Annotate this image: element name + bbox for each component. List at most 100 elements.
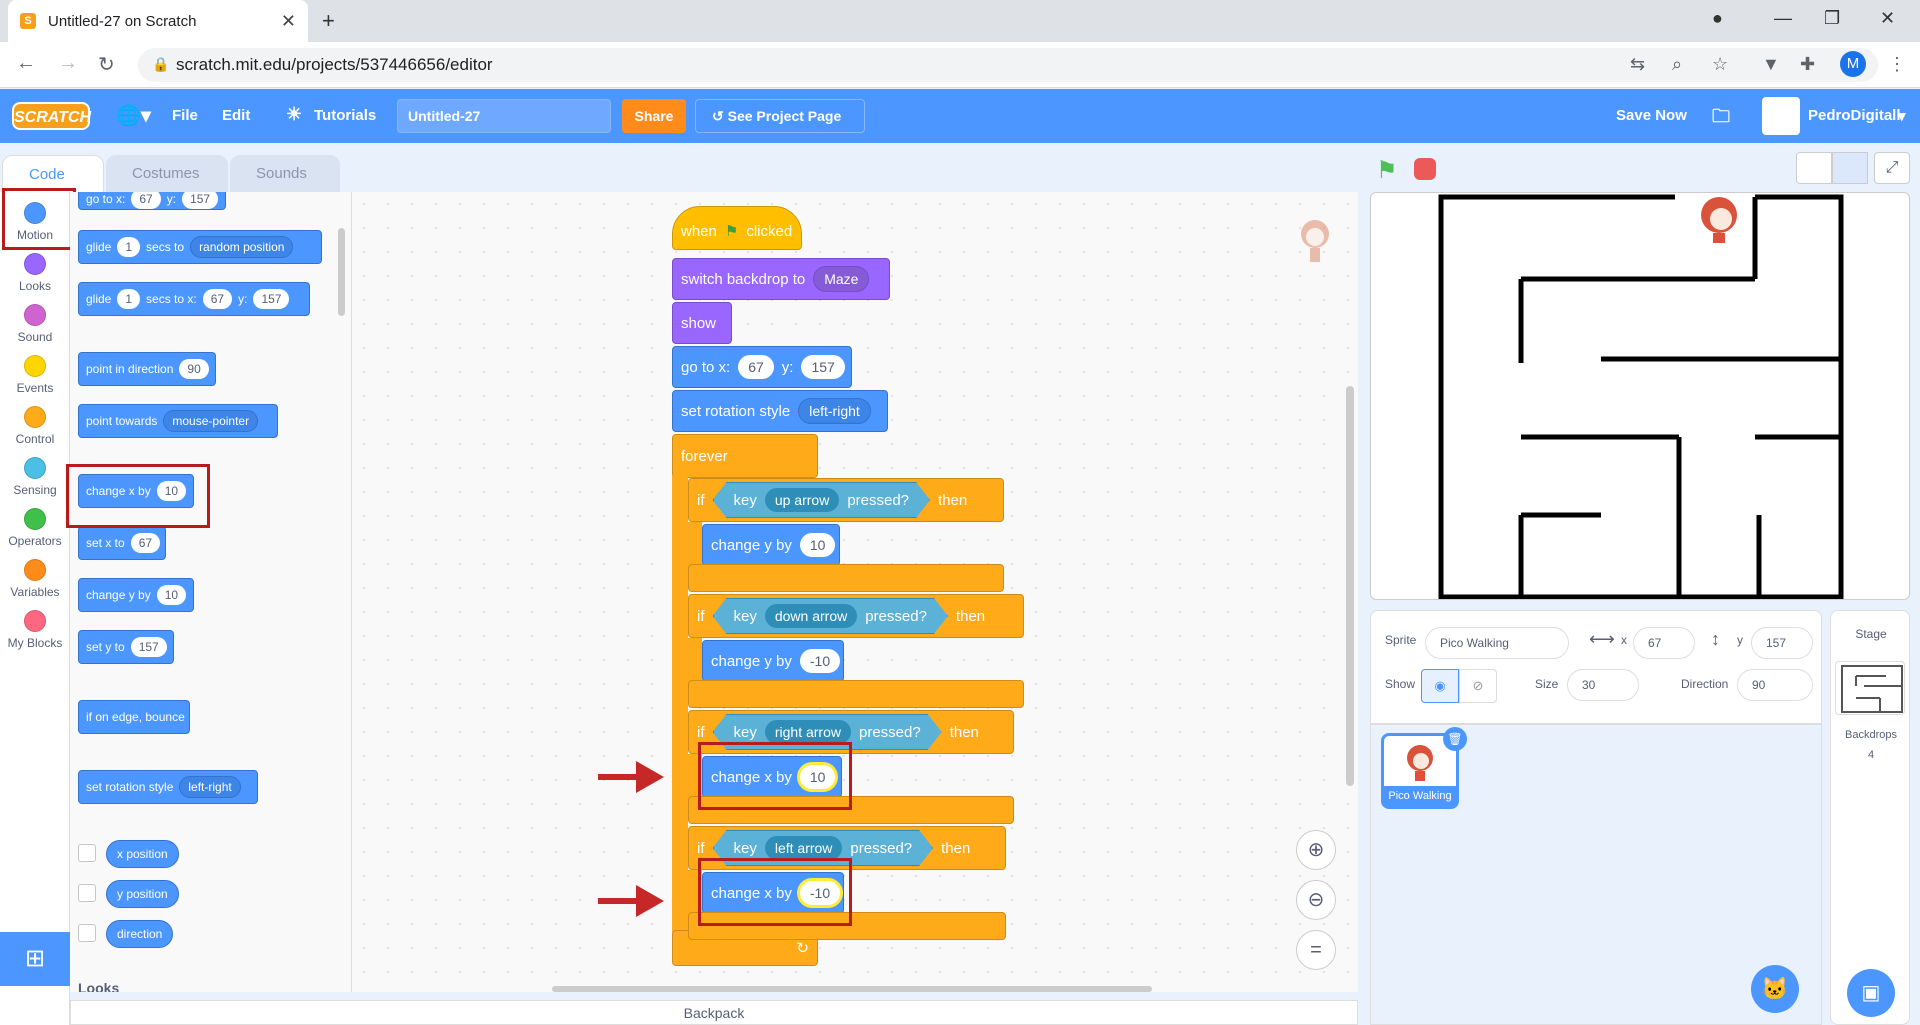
- small-stage-icon[interactable]: [1796, 152, 1832, 184]
- size-input[interactable]: 30: [1567, 669, 1639, 701]
- stage-canvas[interactable]: [1370, 192, 1910, 600]
- val[interactable]: 10: [156, 481, 187, 501]
- file-menu[interactable]: File: [172, 107, 198, 124]
- tab-costumes[interactable]: Costumes: [106, 155, 228, 193]
- workspace-h-scrollbar[interactable]: [552, 986, 1152, 992]
- chrome-menu-icon[interactable]: ⋮: [1888, 54, 1906, 74]
- tab-sounds[interactable]: Sounds: [230, 155, 340, 193]
- tutorials-menu[interactable]: Tutorials: [314, 107, 377, 124]
- val[interactable]: 157: [253, 289, 290, 309]
- backdrop-thumbnail[interactable]: [1835, 661, 1905, 715]
- zoom-out-icon[interactable]: ⊖: [1296, 880, 1336, 920]
- val[interactable]: -10: [799, 649, 841, 673]
- back-icon[interactable]: ←: [16, 52, 36, 74]
- x-input[interactable]: 67: [1633, 627, 1695, 659]
- zoom-icon[interactable]: ⌕: [1672, 54, 1683, 74]
- dropdown[interactable]: down arrow: [765, 604, 857, 628]
- reporter-yposition[interactable]: y position: [106, 880, 179, 908]
- tab-code[interactable]: Code: [2, 155, 104, 193]
- delete-sprite-icon[interactable]: 🗑: [1443, 727, 1467, 751]
- palette-scrollbar[interactable]: [338, 228, 345, 316]
- zoom-reset-icon[interactable]: =: [1296, 930, 1336, 970]
- profile-menu-icon[interactable]: ●: [1712, 8, 1723, 28]
- workspace-scrollbar[interactable]: [1346, 386, 1354, 786]
- val[interactable]: 67: [738, 355, 774, 379]
- category-control[interactable]: Control: [0, 406, 70, 446]
- dropdown[interactable]: up arrow: [765, 488, 839, 512]
- direction-input[interactable]: 90: [1737, 669, 1813, 701]
- stop-icon[interactable]: [1414, 158, 1436, 180]
- add-sprite-icon[interactable]: 🐱: [1751, 965, 1799, 1013]
- val[interactable]: 10: [156, 585, 187, 605]
- my-stuff-folder-icon[interactable]: 🗀: [1712, 106, 1730, 126]
- val[interactable]: 67: [202, 289, 233, 309]
- hide-eye-icon[interactable]: ⊘: [1459, 669, 1497, 703]
- save-now-button[interactable]: Save Now: [1616, 107, 1687, 124]
- when-flag-clicked-block[interactable]: when⚑clicked: [672, 206, 802, 250]
- dropdown[interactable]: right arrow: [765, 720, 851, 744]
- val[interactable]: 67: [130, 533, 161, 553]
- category-sensing[interactable]: Sensing: [0, 457, 70, 497]
- xpos-checkbox[interactable]: [78, 844, 96, 862]
- y-input[interactable]: 157: [1751, 627, 1813, 659]
- zoom-in-icon[interactable]: ⊕: [1296, 830, 1336, 870]
- close-window-icon[interactable]: ✕: [1880, 8, 1896, 28]
- category-variables[interactable]: Variables: [0, 559, 70, 599]
- globe-icon[interactable]: 🌐▾: [116, 105, 151, 127]
- sprite-name-input[interactable]: Pico Walking: [1425, 627, 1569, 659]
- val[interactable]: 157: [130, 637, 167, 657]
- show-eye-icon[interactable]: ◉: [1421, 669, 1459, 703]
- minimize-icon[interactable]: —: [1774, 8, 1792, 28]
- profile-avatar[interactable]: M: [1840, 51, 1866, 77]
- ypos-checkbox[interactable]: [78, 884, 96, 902]
- new-tab-icon[interactable]: +: [322, 8, 335, 33]
- dropdown[interactable]: mouse-pointer: [163, 410, 259, 432]
- palette-bounce[interactable]: if on edge, bounce: [78, 700, 190, 734]
- user-avatar[interactable]: [1762, 97, 1800, 135]
- user-dropdown-icon[interactable]: ▾: [1898, 108, 1906, 125]
- val[interactable]: 1: [117, 289, 141, 309]
- url-field[interactable]: 🔒 scratch.mit.edu/projects/537446656/edi…: [138, 48, 1878, 82]
- forward-icon[interactable]: →: [58, 52, 78, 74]
- forever-block[interactable]: forever: [672, 434, 818, 478]
- val[interactable]: 10: [799, 533, 836, 557]
- val[interactable]: 10: [799, 765, 836, 789]
- edit-menu[interactable]: Edit: [222, 107, 251, 124]
- change-y-down-block[interactable]: change y by-10: [702, 640, 844, 682]
- reload-icon[interactable]: ↻: [98, 54, 115, 76]
- dropdown[interactable]: left-right: [179, 776, 241, 798]
- backpack[interactable]: Backpack: [70, 1000, 1358, 1025]
- dropdown[interactable]: Maze: [813, 266, 870, 292]
- category-my-blocks[interactable]: My Blocks: [0, 610, 70, 650]
- val[interactable]: 1: [117, 237, 141, 257]
- val[interactable]: -10: [799, 881, 841, 905]
- extension-icon[interactable]: ▼: [1762, 54, 1780, 74]
- dropdown[interactable]: left arrow: [765, 836, 843, 860]
- dropdown[interactable]: left-right: [798, 398, 871, 424]
- category-looks[interactable]: Looks: [0, 253, 70, 293]
- add-extension-button[interactable]: ⊞: [0, 932, 70, 986]
- browser-tab[interactable]: S Untitled-27 on Scratch ✕: [8, 0, 308, 42]
- project-title-input[interactable]: Untitled-27: [397, 99, 611, 133]
- val[interactable]: 157: [801, 355, 845, 379]
- username-menu[interactable]: PedroDigitall: [1808, 107, 1901, 124]
- share-button[interactable]: Share: [622, 99, 686, 133]
- reporter-direction[interactable]: direction: [106, 920, 174, 948]
